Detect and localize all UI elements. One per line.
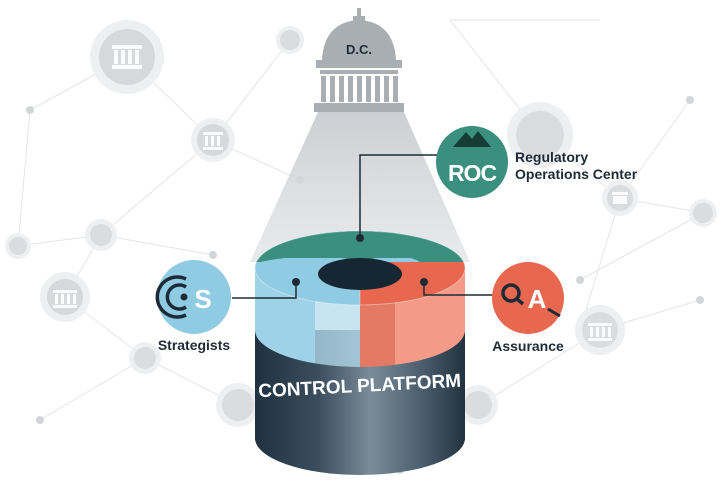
strategists-label: Strategists (158, 337, 231, 353)
connector-dot (292, 278, 300, 286)
building-icon (53, 45, 628, 341)
assurance-label: Assurance (492, 338, 564, 354)
roc-badge: ROC (448, 160, 497, 186)
roc-label-line2: Operations Center (515, 166, 638, 182)
assurance-node: A (492, 262, 564, 334)
capitol-icon (314, 8, 404, 112)
roc-label-line1: Regulatory (515, 149, 588, 165)
capitol-label: D.C. (346, 42, 372, 57)
background-building-nodes (5, 20, 717, 474)
strategists-node: S (155, 260, 231, 334)
roc-node: ROC (436, 126, 508, 198)
connector-lines (232, 154, 494, 299)
mountain-icon (453, 131, 491, 147)
connector-dot (420, 278, 428, 286)
signal-icon (155, 275, 187, 319)
strategists-badge: S (194, 284, 211, 314)
control-platform-cylinder (254, 230, 466, 475)
assurance-badge: A (528, 284, 547, 314)
connector-dot (356, 234, 364, 242)
magnifier-icon (501, 283, 521, 303)
